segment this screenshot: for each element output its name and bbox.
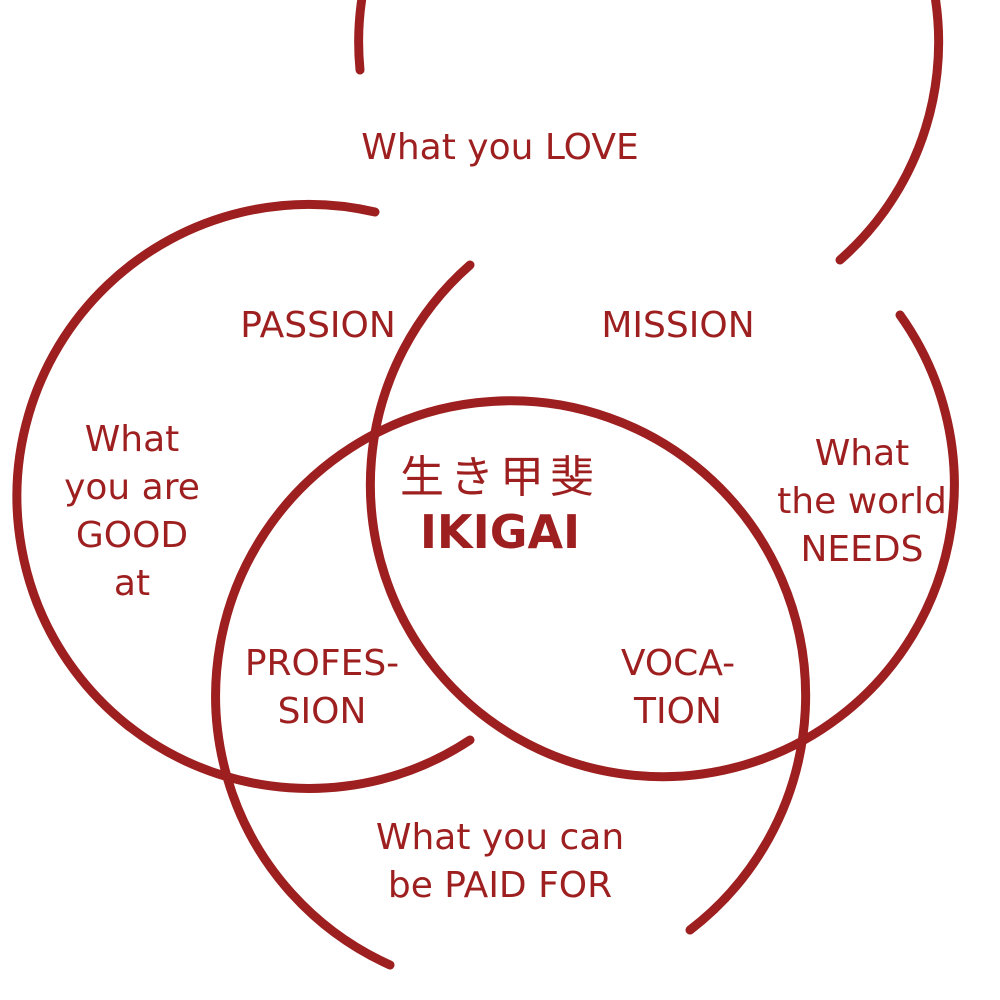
label-mission: MISSION [601,305,755,346]
circle-world [365,260,959,782]
ikigai-kanji: 生き甲斐 [400,452,600,503]
ikigai-title: IKIGAI [419,505,581,559]
label-vocation: VOCA-TION [620,643,736,732]
label-what-you-love: What you LOVE [361,127,639,168]
label-profession: PROFES-SION [244,643,400,732]
circle-good [12,199,475,793]
circle-paid [211,396,811,970]
circle-love [354,0,944,265]
label-passion: PASSION [240,305,396,346]
